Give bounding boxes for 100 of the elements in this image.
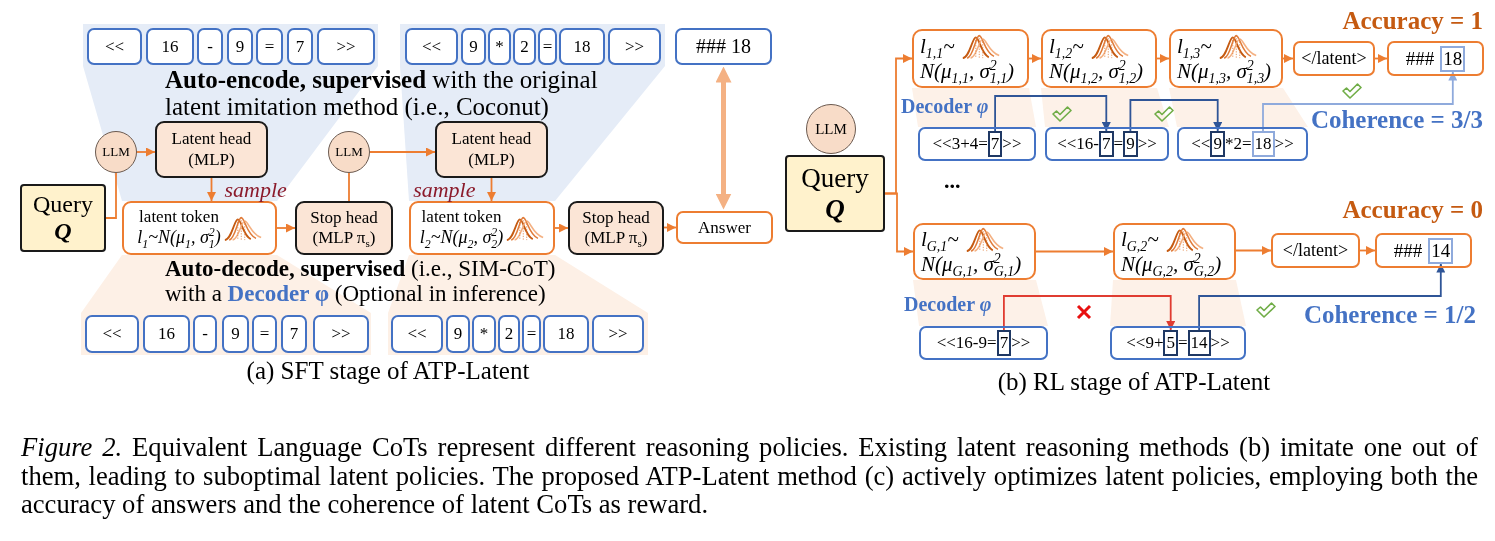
distribution-formula: N(μ$_{1,2}$, σ$^{2}$$_{1,2}$)	[1049, 58, 1144, 85]
head-box	[435, 121, 548, 178]
token-box	[256, 28, 283, 65]
edge-label: sample	[224, 178, 287, 201]
arrow	[207, 177, 216, 202]
equation-text: >>	[1137, 134, 1157, 154]
equation-text: *2=	[1224, 134, 1252, 154]
token-label: 18	[573, 36, 591, 57]
decoder-label: Decoder φ	[904, 293, 992, 315]
token-box	[498, 315, 520, 353]
token-label: >>	[331, 324, 351, 344]
token-label: <<	[421, 36, 442, 57]
output-label: </latent>	[1301, 48, 1367, 69]
latent-variable: l$_{1,3}$~	[1177, 33, 1212, 59]
equation-text: >>	[1274, 134, 1294, 154]
token-label: >>	[336, 36, 356, 57]
output-box	[1387, 41, 1484, 76]
token-label: <<	[407, 324, 427, 344]
equation-text: <<16-9=	[936, 333, 997, 353]
annotation-text: Auto-encode, supervised with the original latent imitation method (i.e., Coconut)	[165, 66, 599, 120]
latent-token-box	[1169, 29, 1283, 88]
token-box	[522, 315, 541, 353]
subfigure-caption: (b) RL stage of ATP-Latent	[997, 368, 1271, 396]
token-box	[197, 28, 223, 65]
llm-circle	[95, 131, 137, 173]
token-label: 9	[453, 324, 463, 344]
decoder-label: Decoder φ	[901, 95, 989, 117]
token-label: 16	[161, 36, 179, 57]
distribution-formula: N(μ$_{G,1}$, σ$^{2}$$_{G,1}$)	[921, 251, 1022, 278]
number-label: 14	[1431, 239, 1451, 262]
coherence-label: Coherence = 3/3	[1310, 107, 1483, 132]
arrow	[276, 223, 296, 233]
head-box	[568, 201, 664, 255]
number-label: 9	[1213, 134, 1222, 154]
token-box	[513, 28, 536, 65]
distribution-formula: N(μ$_{1,1}$, σ$^{2}$$_{1,1}$)	[920, 58, 1015, 85]
distribution-formula: N(μ$_{G,2}$, σ$^{2}$$_{G,2}$)	[1121, 251, 1222, 278]
number-label: 18	[1443, 47, 1463, 70]
query-symbol: Q	[54, 218, 72, 245]
query-box	[785, 155, 885, 232]
equation-text: =	[1113, 134, 1124, 154]
arrow	[369, 147, 436, 157]
token-box	[461, 28, 486, 65]
decoded-step-box	[1045, 127, 1169, 161]
latent-token-label: latent token	[139, 207, 219, 228]
head-box	[295, 201, 393, 255]
token-label: ### 18	[696, 35, 751, 58]
token-box	[227, 28, 253, 65]
token-label: *	[495, 36, 504, 57]
arrow	[1374, 54, 1388, 63]
token-box	[472, 315, 496, 353]
ellipsis: ...	[944, 170, 961, 192]
equation-text: >>	[1210, 333, 1230, 353]
query-symbol: Q	[825, 193, 845, 224]
distribution-formula: N(μ$_{1,3}$, σ$^{2}$$_{1,3}$)	[1177, 58, 1272, 85]
equation-text: >>	[1002, 134, 1022, 154]
head-label: Stop head (MLP π$_{s}$)	[581, 207, 651, 249]
distribution-formula: l$_{1}$~N(μ$_{1}$, σ$^{2}$$_{1}$)	[137, 227, 221, 249]
equation-text: <<	[1191, 134, 1211, 154]
arrow	[884, 192, 914, 256]
number-label: 14	[1190, 333, 1208, 353]
number-label: 7	[1102, 134, 1111, 154]
equation-text: <<9+	[1126, 333, 1164, 353]
token-label: -	[207, 36, 213, 57]
token-label: <<	[104, 36, 125, 57]
equation-text: <<3+4=	[932, 134, 988, 154]
llm-circle	[806, 104, 856, 154]
latent-token-box	[1041, 29, 1157, 88]
equation-text: <<16-	[1057, 134, 1100, 154]
arrow	[1129, 99, 1223, 132]
decoded-step-box	[1110, 326, 1246, 360]
equation-text: >>	[1011, 333, 1031, 353]
token-label: 9	[231, 324, 240, 344]
latent-token-label: latent token	[421, 207, 502, 228]
token-label: 7	[295, 36, 305, 57]
token-label: *	[479, 324, 489, 344]
token-label: =	[526, 324, 537, 344]
output-label: </latent>	[1282, 240, 1349, 261]
output-label: ###	[1393, 239, 1423, 262]
latent-token-box	[122, 201, 277, 255]
arrow	[1156, 54, 1170, 63]
number-label: 18	[1254, 134, 1272, 154]
query-label: Query	[33, 191, 93, 218]
connector-line	[105, 172, 117, 219]
token-box	[543, 315, 589, 353]
token-box	[85, 315, 139, 353]
token-label: >>	[624, 36, 645, 57]
latent-token-box	[409, 201, 555, 255]
decoded-step-box	[919, 326, 1048, 360]
token-box	[287, 28, 313, 65]
arrow	[1003, 295, 1176, 331]
token-box	[193, 315, 217, 353]
token-box	[146, 28, 194, 65]
token-label: 9	[235, 36, 245, 57]
decoded-step-box	[1177, 127, 1308, 161]
coherence-label: Coherence = 1/2	[1303, 302, 1476, 327]
token-box	[252, 315, 277, 353]
llm-label: LLM	[335, 144, 363, 160]
arrow	[487, 177, 496, 202]
subfigure-caption: (a) SFT stage of ATP-Latent	[246, 357, 530, 385]
